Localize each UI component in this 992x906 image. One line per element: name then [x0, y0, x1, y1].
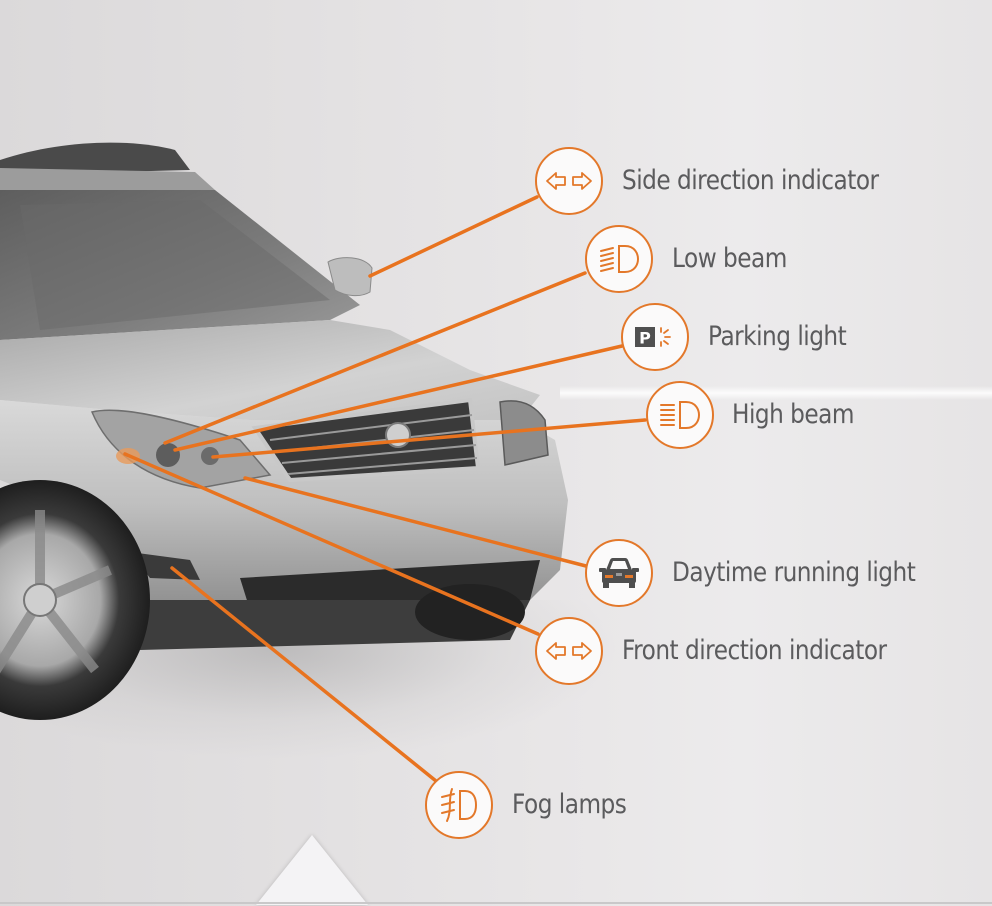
hotspot-high-beam[interactable] [646, 381, 714, 449]
hotspot-side-direction-indicator[interactable] [535, 147, 603, 215]
parking-light-icon: P [635, 327, 671, 348]
fog-lamp-icon [441, 788, 478, 822]
high-beam-headlight-icon [660, 401, 701, 429]
hotspot-daytime-running-light[interactable] [585, 539, 653, 607]
hotspot-low-beam[interactable] [585, 225, 653, 293]
hotspot-fog-lamps[interactable] [425, 771, 493, 839]
label-side-direction-indicator[interactable]: Side direction indicator [622, 165, 879, 196]
pointer-notch [256, 835, 368, 905]
car-front-drl-icon [599, 558, 639, 588]
label-fog-lamps[interactable]: Fog lamps [512, 789, 627, 820]
label-daytime-running-light[interactable]: Daytime running light [672, 557, 916, 588]
turn-signal-arrows-icon [546, 642, 592, 660]
svg-text:P: P [639, 329, 651, 348]
bottom-divider [0, 902, 992, 904]
label-low-beam[interactable]: Low beam [672, 243, 787, 274]
low-beam-headlight-icon [600, 245, 640, 273]
label-front-direction-indicator[interactable]: Front direction indicator [622, 635, 887, 666]
hotspot-front-direction-indicator[interactable] [535, 617, 603, 685]
label-high-beam[interactable]: High beam [732, 399, 855, 430]
turn-signal-arrows-icon [546, 172, 592, 190]
hotspot-parking-light[interactable]: P [621, 303, 689, 371]
label-parking-light[interactable]: Parking light [708, 321, 847, 352]
